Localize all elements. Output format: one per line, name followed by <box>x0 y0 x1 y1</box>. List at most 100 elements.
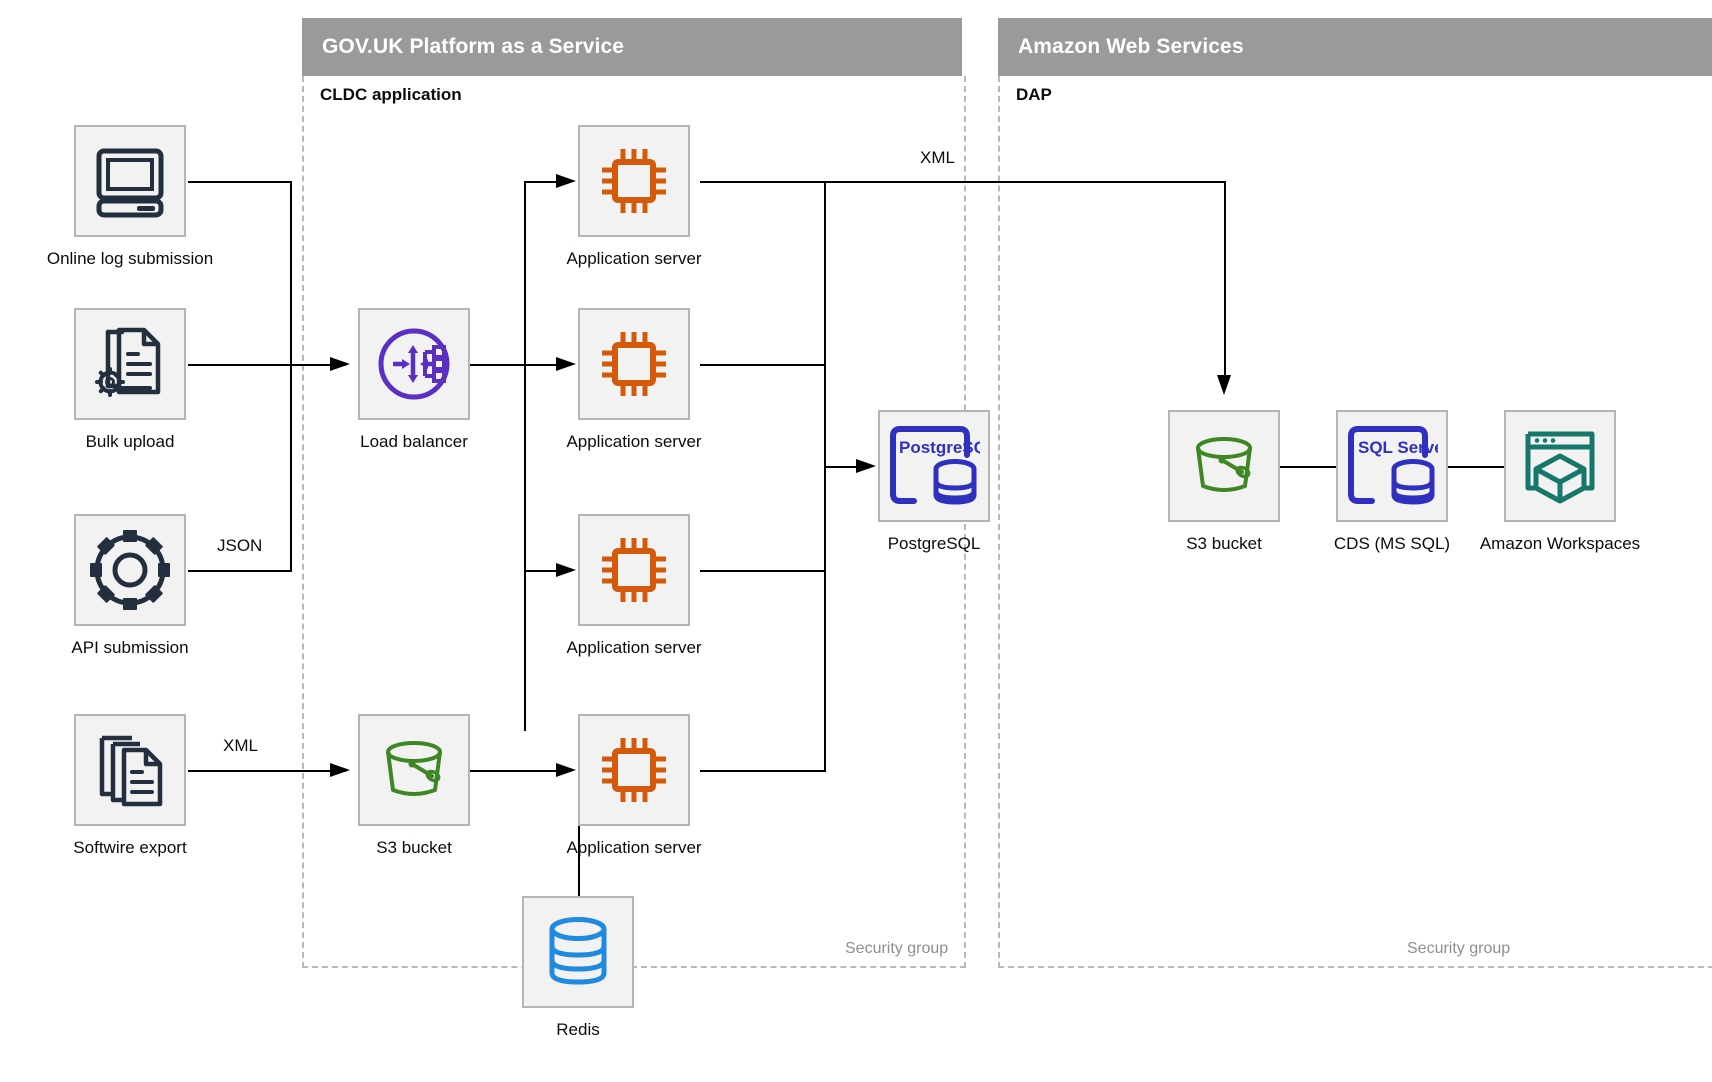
node-online-log-submission[interactable]: Online log submission <box>47 125 213 268</box>
sql-server-icon: SQL Server <box>1348 426 1438 505</box>
node-application-server-4[interactable]: Application server <box>566 714 702 857</box>
node-label: Online log submission <box>46 249 214 268</box>
document-gear-icon <box>95 327 161 397</box>
node-postgresql[interactable]: PostgreSQL PostgreSQL <box>878 410 990 553</box>
security-group-aws <box>998 76 1712 968</box>
load-balancer-icon <box>378 328 450 400</box>
node-icon-box <box>578 125 690 237</box>
edge-label-xml-to-dap: XML <box>915 148 960 168</box>
node-label: API submission <box>71 638 189 657</box>
line-online-log-out <box>188 181 292 183</box>
node-redis[interactable]: Redis <box>522 896 634 1039</box>
arrowhead-s3-paas-in <box>330 763 350 777</box>
line-redis-up <box>578 770 580 900</box>
node-label: CDS (MS SQL) <box>1333 534 1451 553</box>
security-group-label-paas: Security group <box>845 940 949 957</box>
node-application-server-2[interactable]: Application server <box>566 308 702 451</box>
node-icon-box <box>74 308 186 420</box>
desktop-computer-icon <box>96 148 164 218</box>
node-label: Softwire export <box>73 838 187 857</box>
line-db-collection-bus <box>824 181 826 772</box>
node-icon-box <box>1168 410 1280 522</box>
node-softwire-export[interactable]: Softwire export <box>73 714 187 857</box>
line-app-server-4-out <box>700 770 826 772</box>
svg-text:PostgreSQL: PostgreSQL <box>899 438 980 457</box>
node-icon-box <box>578 308 690 420</box>
arrowhead-load-balancer-in <box>330 357 350 371</box>
group-header-aws: Amazon Web Services <box>998 18 1712 76</box>
edge-label-xml-softwire: XML <box>218 736 263 756</box>
node-api-submission[interactable]: API submission <box>71 514 189 657</box>
node-icon-box: PostgreSQL <box>878 410 990 522</box>
node-label: Application server <box>566 838 702 857</box>
postgresql-icon: PostgreSQL <box>890 426 980 505</box>
security-group-paas <box>302 76 966 968</box>
inner-label-dap: DAP <box>1016 85 1052 104</box>
node-application-server-3[interactable]: Application server <box>566 514 702 657</box>
line-bulk-upload-out <box>188 364 346 366</box>
group-title-aws: Amazon Web Services <box>1018 35 1244 58</box>
arrowhead-app-server-4-in <box>556 763 576 777</box>
node-icon-box: SQL Server <box>1336 410 1448 522</box>
node-icon-box <box>578 514 690 626</box>
line-s3-paas-out <box>470 770 526 772</box>
node-label: Load balancer <box>360 432 468 451</box>
node-amazon-workspaces[interactable]: Amazon Workspaces <box>1480 410 1640 553</box>
s3-bucket-icon <box>1196 437 1252 492</box>
node-icon-box <box>358 714 470 826</box>
line-to-app-server-2 <box>524 364 566 366</box>
node-application-server-1[interactable]: Application server <box>566 125 702 268</box>
arrowhead-app-server-1-in <box>556 174 576 188</box>
edge-label-json: JSON <box>212 536 268 556</box>
database-cylinder-icon <box>549 917 607 985</box>
node-label: Application server <box>566 638 702 657</box>
line-load-balancer-out <box>470 364 526 366</box>
line-api-submission-out <box>188 570 292 572</box>
s3-bucket-icon <box>386 741 442 796</box>
arrowhead-app-server-3-in <box>556 563 576 577</box>
node-s3-bucket-paas[interactable]: S3 bucket <box>358 714 470 857</box>
line-to-app-server-3 <box>524 570 566 572</box>
svg-text:SQL Server: SQL Server <box>1358 438 1438 457</box>
line-dap-s3-to-cds <box>1280 466 1338 468</box>
gear-icon <box>90 530 170 610</box>
node-icon-box <box>1504 410 1616 522</box>
node-load-balancer[interactable]: Load balancer <box>358 308 470 451</box>
node-s3-bucket-aws[interactable]: S3 bucket <box>1168 410 1280 553</box>
node-label: S3 bucket <box>1186 534 1262 553</box>
line-cds-to-workspaces <box>1448 466 1506 468</box>
line-left-bus-vertical <box>290 181 292 570</box>
node-label: Application server <box>566 432 702 451</box>
node-label: Application server <box>566 249 702 268</box>
node-cds-ms-sql[interactable]: SQL Server CDS (MS SQL) <box>1334 410 1450 553</box>
document-stack-icon <box>99 735 163 807</box>
node-label: Redis <box>556 1020 600 1039</box>
node-icon-box <box>74 125 186 237</box>
line-softwire-out <box>188 770 346 772</box>
node-icon-box <box>74 714 186 826</box>
node-label: PostgreSQL <box>887 534 981 553</box>
cpu-chip-icon <box>602 738 666 802</box>
cpu-chip-icon <box>602 538 666 602</box>
arrowhead-postgresql-in <box>856 459 876 473</box>
line-to-postgresql <box>824 466 866 468</box>
node-label: S3 bucket <box>376 838 452 857</box>
inner-label-cldc: CLDC application <box>320 85 462 104</box>
cpu-chip-icon <box>602 149 666 213</box>
line-app-distribution-bus <box>524 181 526 731</box>
group-header-paas: GOV.UK Platform as a Service <box>302 18 962 76</box>
node-label: Bulk upload <box>85 432 175 451</box>
security-group-label-aws: Security group <box>1407 940 1511 957</box>
line-xml-to-dap-horizontal <box>700 181 1226 183</box>
node-bulk-upload[interactable]: Bulk upload <box>74 308 186 451</box>
arrowhead-dap-s3-in <box>1217 375 1231 395</box>
node-label: Amazon Workspaces <box>1479 534 1641 553</box>
node-icon-box <box>74 514 186 626</box>
line-xml-to-dap-vertical <box>1224 181 1226 377</box>
node-icon-box <box>578 714 690 826</box>
line-to-app-server-1 <box>524 181 566 183</box>
line-to-app-server-4 <box>524 770 566 772</box>
amazon-workspaces-icon <box>1525 431 1595 504</box>
node-icon-box <box>522 896 634 1008</box>
